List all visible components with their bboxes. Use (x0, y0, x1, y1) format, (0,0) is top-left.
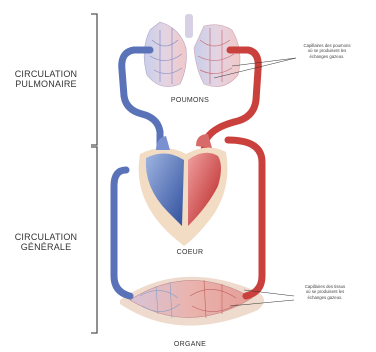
lungs-label: POUMONS (150, 97, 230, 105)
organ-illustration (120, 277, 264, 326)
lungs-illustration (144, 14, 240, 87)
organ-capillaries-note: Capillaires des tissus où se produisent … (290, 284, 360, 300)
pulmonary-label-line-2: PULMONAIRE (0, 79, 92, 89)
heart-label: COEUR (150, 249, 230, 257)
systemic-label-line-1: CIRCULATION (0, 232, 92, 242)
organ-label: ORGANE (150, 341, 230, 349)
systemic-label-line-2: GÉNÉRALE (0, 242, 92, 252)
lungs-note-line-3: échanges gazeux. (292, 54, 362, 59)
heart-illustration (139, 134, 228, 246)
lungs-capillaries-note: Capillaires des poumons où se produisent… (292, 43, 362, 59)
pulmonary-label-line-1: CIRCULATION (0, 69, 92, 79)
systemic-circulation-label: CIRCULATION GÉNÉRALE (0, 232, 92, 253)
organ-note-line-3: échanges gazeux. (290, 295, 360, 300)
pulmonary-circulation-label: CIRCULATION PULMONAIRE (0, 69, 92, 90)
